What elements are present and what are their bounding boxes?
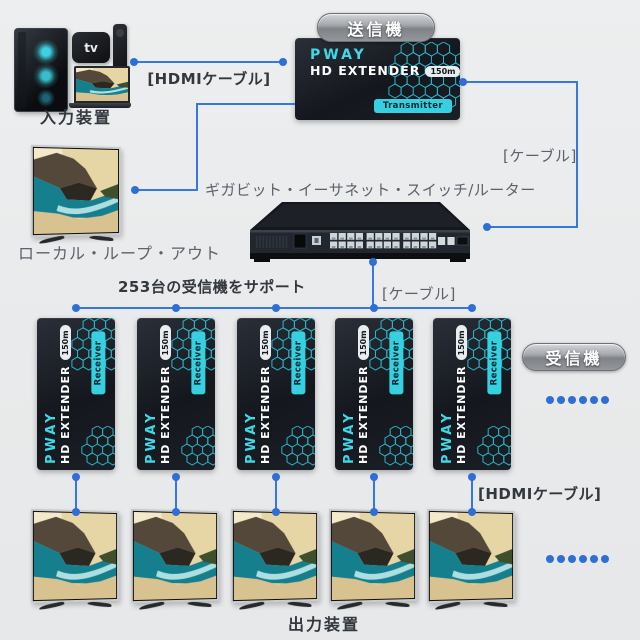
apple-tv-logo: tv [84, 40, 98, 55]
receiver-box: PWAY HD EXTENDER150m Receiver [137, 318, 215, 470]
pc-tower [14, 28, 68, 112]
transmitter-pill: 送信機 [317, 13, 435, 42]
laptop-screen [74, 66, 130, 103]
ellipsis-dots-receivers [546, 396, 609, 404]
local-loop-out-label: ローカル・ループ・アウト [18, 244, 222, 263]
laptop [69, 66, 131, 108]
switch-router-label: ギガビット・イーサネット・スイッチ/ルーター [205, 181, 536, 199]
hdmi-cable-label-top: [HDMIケーブル] [147, 70, 271, 88]
ellipsis-dots-tvs [546, 555, 609, 563]
hdmi-cable-label-bottom: [HDMIケーブル] [478, 485, 602, 503]
cable-label-right: [ケーブル] [503, 147, 577, 165]
receiver-badge: Receiver [291, 331, 306, 395]
laptop-base [69, 103, 131, 108]
output-tv [230, 508, 319, 611]
pc-tower-panel [18, 32, 26, 108]
output-tv [130, 508, 219, 611]
output-tv [30, 508, 119, 611]
receiver-box: PWAY HD EXTENDER150m Receiver [433, 318, 511, 470]
cable-label-switch: [ケーブル] [382, 285, 456, 303]
range-badge: 150m [425, 66, 460, 77]
receiver-badge: Receiver [487, 331, 502, 395]
receiver-box: PWAY HD EXTENDER150m Receiver [335, 318, 413, 470]
tv-frame [30, 144, 121, 238]
cable-transmitter-to-looptv [135, 103, 295, 191]
output-devices-label: 出力装置 [288, 615, 361, 634]
receiver-badge: Receiver [389, 331, 404, 395]
receiver-box: PWAY HD EXTENDER150m Receiver [237, 318, 315, 470]
local-loop-tv [30, 144, 121, 245]
transmitter-badge: Transmitter [373, 99, 452, 113]
brand-logo: PWAY [310, 47, 367, 63]
receiver-pill: 受信機 [522, 343, 626, 371]
receiver-badge: Receiver [91, 331, 106, 395]
receiver-badge: Receiver [191, 331, 206, 395]
apple-tv-box: tv [72, 32, 110, 63]
tv-remote [113, 24, 127, 70]
receiver-box: PWAY HD EXTENDER150m Receiver [37, 318, 115, 470]
remote-button [116, 29, 124, 37]
output-tv [328, 508, 417, 611]
output-tv [426, 508, 515, 611]
supports-253-label: 253台の受信機をサポート [118, 278, 306, 296]
ethernet-switch [242, 196, 474, 270]
input-devices-label: 入力装置 [40, 108, 113, 127]
